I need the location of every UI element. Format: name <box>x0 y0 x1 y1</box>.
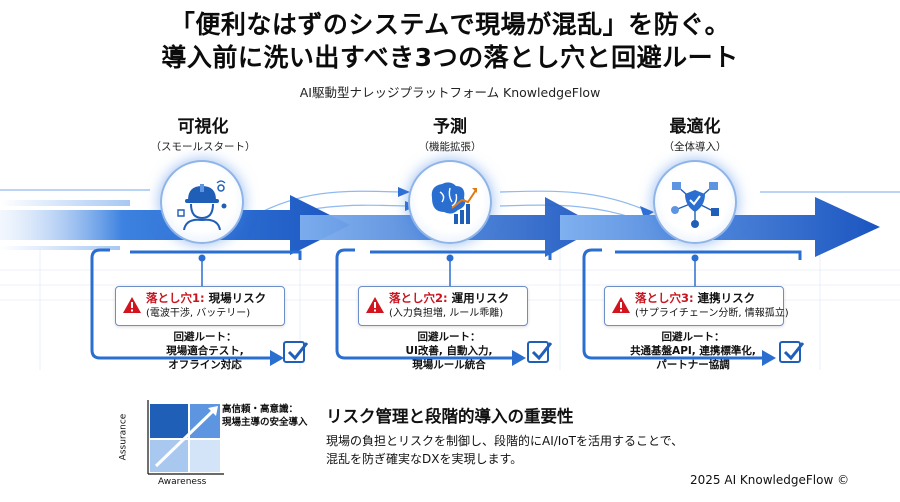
risk-1-detail: (電波干渉, バッテリー) <box>146 308 251 319</box>
connector-dots <box>198 254 699 262</box>
quadrant-high <box>150 404 188 438</box>
risk-3-label: 落とし穴3: <box>635 291 694 305</box>
stage-3-header: 最適化 （全体導入） <box>595 116 795 154</box>
stage-3-name: 最適化 <box>669 117 721 137</box>
chart-note-line-1: 高信頼・高意識： <box>222 404 299 415</box>
avoid-1-line-1: 現場適合テスト, <box>166 345 244 357</box>
risk-1-main: 現場リスク <box>208 291 267 305</box>
avoid-2-label: 回避ルート： <box>417 331 481 343</box>
chart-note-line-2: 現場主導の安全導入 <box>222 417 308 428</box>
importance-line-2: 混乱を防ぎ確実なDXを実現します。 <box>326 452 523 466</box>
title-line-2: 導入前に洗い出すべき3つの落とし穴と回避ルート <box>161 43 739 72</box>
importance-body: 現場の負担とリスクを制御し、段階的にAI/IoTを活用することで、 混乱を防ぎ確… <box>326 432 806 468</box>
avoid-3-line-2: パートナー協調 <box>656 359 730 371</box>
title-line-1: 「便利なはずのシステムで現場が混乱」を防ぐ。 <box>169 10 731 39</box>
risk-3-title: 落とし穴3: 連携リスク <box>635 290 778 306</box>
risk-box-1: 落とし穴1: 現場リスク (電波干渉, バッテリー) <box>115 286 285 326</box>
avoid-2-line-1: UI改善, 自動入力, <box>405 345 493 357</box>
stage-2-header: 予測 （機能拡張） <box>350 116 550 154</box>
risk-1-title: 落とし穴1: 現場リスク <box>146 290 279 306</box>
avoid-route-2: 回避ルート： UI改善, 自動入力, 現場ルール統合 <box>384 330 514 372</box>
risk-2-title: 落とし穴2: 運用リスク <box>389 290 522 306</box>
importance-title: リスク管理と段階的導入の重要性 <box>326 407 574 426</box>
warning-icon <box>123 297 141 313</box>
checkmark-icon <box>779 341 805 363</box>
stage-1-name: 可視化 <box>177 117 229 137</box>
warning-icon <box>366 297 384 313</box>
assurance-awareness-chart <box>147 400 224 475</box>
checkmark-icon <box>283 341 309 363</box>
stage-1-header: 可視化 （スモールスタート） <box>103 116 303 154</box>
page-title: 「便利なはずのシステムで現場が混乱」を防ぐ。 導入前に洗い出すべき3つの落とし穴… <box>0 8 900 74</box>
avoid-route-1: 回避ルート： 現場適合テスト, オフライン対応 <box>140 330 270 372</box>
connector-lines <box>201 258 696 286</box>
network-shield-icon <box>653 160 737 244</box>
brain-chart-icon <box>408 160 492 244</box>
risk-3-main: 連携リスク <box>697 291 756 305</box>
chart-x-label: Awareness <box>158 477 207 487</box>
stage-3-sub: （全体導入） <box>663 141 727 153</box>
importance-line-1: 現場の負担とリスクを制御し、段階的にAI/IoTを活用することで、 <box>326 434 684 448</box>
avoid-1-line-2: オフライン対応 <box>168 359 242 371</box>
worker-sensor-icon <box>160 160 244 244</box>
quadrant-low-right <box>190 440 220 472</box>
risk-2-label: 落とし穴2: <box>389 291 448 305</box>
risk-box-2: 落とし穴2: 運用リスク (入力負担増, ルール乖離) <box>358 286 528 326</box>
avoid-2-line-2: 現場ルール統合 <box>412 359 486 371</box>
avoid-3-line-1: 共通基盤API, 連携標準化, <box>630 345 756 357</box>
stage-frames <box>90 248 802 360</box>
checkmark-icon <box>527 341 553 363</box>
quadrant-low-left <box>150 440 188 472</box>
risk-2-detail: (入力負担増, ルール乖離) <box>389 308 504 319</box>
chart-y-label: Assurance <box>118 413 129 461</box>
stage-1-sub: （スモールスタート） <box>150 141 256 153</box>
avoid-route-3: 回避ルート： 共通基盤API, 連携標準化, パートナー協調 <box>618 330 768 372</box>
avoid-1-label: 回避ルート： <box>173 331 237 343</box>
risk-box-3: 落とし穴3: 連携リスク (サプライチェーン分断, 情報孤立) <box>604 286 789 326</box>
risk-1-label: 落とし穴1: <box>146 291 205 305</box>
stage-2-name: 予測 <box>433 117 467 137</box>
frame-arrowheads <box>270 350 776 366</box>
trend-arrow <box>154 408 216 468</box>
avoid-3-label: 回避ルート： <box>661 331 725 343</box>
risk-2-main: 運用リスク <box>451 291 510 305</box>
flow-lines <box>0 189 900 229</box>
stage-2-sub: （機能拡張） <box>418 141 482 153</box>
risk-3-detail: (サプライチェーン分断, 情報孤立) <box>635 308 789 319</box>
warning-icon <box>612 297 630 313</box>
page-subtitle: AI駆動型ナレッジプラットフォーム KnowledgeFlow <box>299 85 601 100</box>
chart-note: 高信頼・高意識： 現場主導の安全導入 <box>222 403 308 429</box>
copyright: 2025 AI KnowledgeFlow © <box>690 473 850 487</box>
